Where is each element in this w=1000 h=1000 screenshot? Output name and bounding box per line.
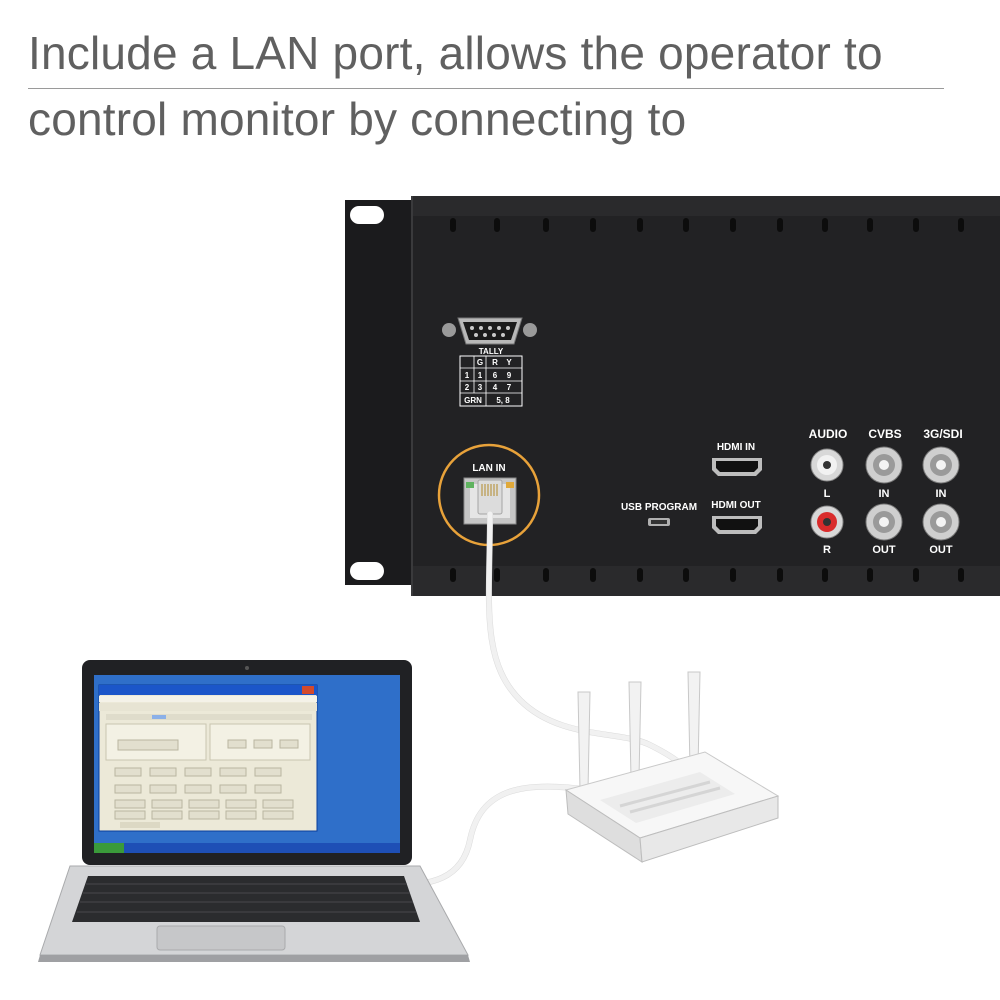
cvbs-out-bnc: OUT (865, 503, 903, 556)
start-button (94, 843, 124, 853)
tally-col-r: R (492, 358, 498, 367)
cvbs-label: CVBS (868, 427, 901, 441)
tally-row2-r: 4 (493, 383, 498, 392)
control-software-window (98, 684, 318, 832)
laptop-trackpad (156, 925, 286, 951)
lan-led-green (466, 482, 474, 488)
tally-grn-label: GRN (464, 396, 482, 405)
headline-line-2: control monitor by connecting to (28, 93, 687, 145)
lan-in-label: LAN IN (472, 463, 505, 474)
tally-row2-g: 3 (478, 383, 483, 392)
tally-title: TALLY (479, 347, 504, 356)
sdi-out-label: OUT (929, 544, 953, 556)
lan-led-amber (506, 482, 514, 488)
cable-monitor-to-router (486, 511, 693, 783)
hdmi-out-port: HDMI OUT (711, 500, 762, 534)
screen-taskbar (94, 843, 400, 853)
tally-row1-g: 1 (478, 371, 483, 380)
hdmi-in-port: HDMI IN (712, 442, 762, 476)
usb-program-port: USB PROGRAM (621, 502, 697, 526)
rack-ear-slot-top (350, 206, 384, 224)
hdmi-in-label: HDMI IN (717, 442, 755, 453)
headline-divider (28, 88, 944, 89)
tally-db9-connector (442, 317, 537, 345)
usb-program-label: USB PROGRAM (621, 502, 697, 513)
tally-col-g: G (477, 358, 483, 367)
laptop-webcam (245, 666, 249, 670)
sdi-label: 3G/SDI (923, 427, 962, 441)
window-close-icon (302, 686, 314, 694)
bottom-vents (450, 568, 964, 582)
laptop (38, 660, 470, 962)
tally-row1-label: 1 (465, 371, 470, 380)
sdi-out-bnc: OUT (922, 503, 960, 556)
cvbs-out-label: OUT (872, 544, 896, 556)
top-vents (450, 218, 964, 232)
tally-col-y: Y (506, 358, 512, 367)
audio-label: AUDIO (809, 427, 848, 441)
audio-l-rca: L (810, 448, 844, 500)
hdmi-out-label: HDMI OUT (711, 500, 760, 511)
tally-row2-y: 7 (507, 383, 512, 392)
tally-pin-table: TALLY G R Y 1 1 6 9 2 3 4 7 GRN 5, 8 (459, 347, 523, 407)
laptop-keyboard (72, 876, 420, 922)
cvbs-in-bnc: IN (865, 446, 903, 500)
tally-grn-pins: 5, 8 (496, 396, 510, 405)
rack-monitor-rear-panel: TALLY G R Y 1 1 6 9 2 3 4 7 GRN 5, 8 LAN… (345, 196, 1000, 596)
cvbs-in-label: IN (879, 488, 890, 500)
sdi-in-label: IN (936, 488, 947, 500)
tally-row2-label: 2 (465, 383, 470, 392)
rack-ear-slot-bottom (350, 562, 384, 580)
router-antenna-middle (628, 681, 642, 779)
audio-l-label: L (824, 488, 831, 500)
audio-r-rca: R (810, 505, 844, 556)
router-antenna-left (577, 691, 591, 791)
cable-router-to-laptop (392, 784, 593, 888)
audio-r-label: R (823, 544, 831, 556)
tally-row1-y: 9 (507, 371, 512, 380)
sdi-in-bnc: IN (922, 446, 960, 500)
headline-line-1: Include a LAN port, allows the operator … (28, 27, 883, 79)
wifi-router (564, 671, 780, 863)
tally-row1-r: 6 (493, 371, 498, 380)
